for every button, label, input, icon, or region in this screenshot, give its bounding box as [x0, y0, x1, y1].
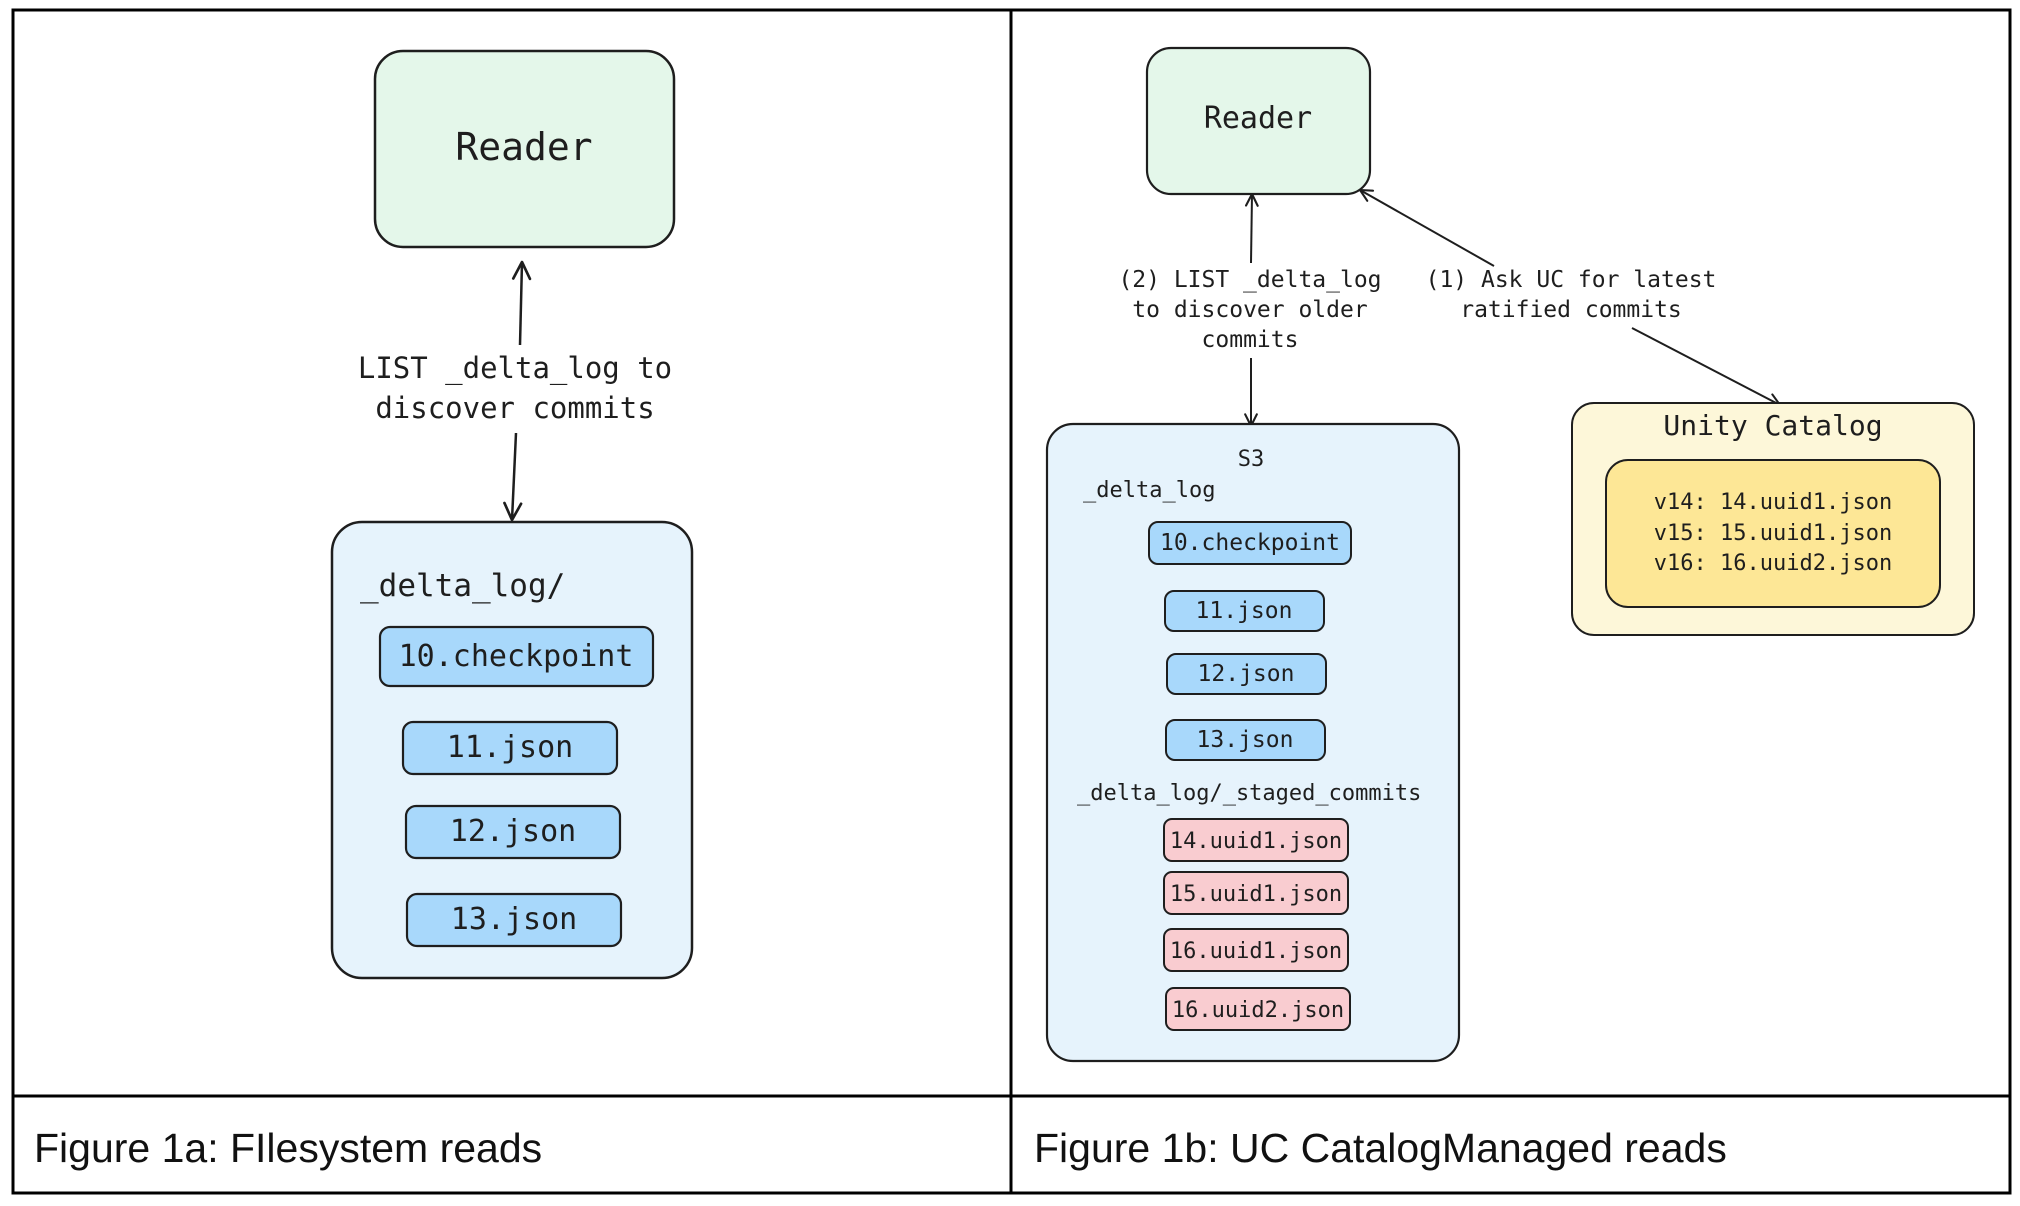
file-checkpoint: 10.checkpoint: [378, 625, 655, 688]
delta-log-container: _delta_log/ 10.checkpoint 11.json 12.jso…: [330, 520, 694, 980]
staged-file-label: 16.uuid1.json: [1170, 939, 1342, 964]
uc-entry: v14: 14.uuid1.json: [1654, 490, 1892, 515]
list-label-line2: to discover older: [1132, 297, 1367, 323]
list-arrow-down: [503, 432, 523, 522]
caption-1b: Figure 1b: UC CatalogManaged reads: [1034, 1125, 1727, 1171]
staged-file-15-uuid1: 15.uuid1.json: [1163, 871, 1349, 915]
file-label: 13.json: [451, 902, 577, 937]
list-label-line1: LIST _delta_log to: [358, 351, 672, 386]
file-label: 12.json: [450, 814, 576, 849]
file-13-json: 13.json: [405, 892, 623, 948]
staged-commits-label: _delta_log/_staged_commits: [1077, 781, 1421, 806]
file-label: 13.json: [1197, 727, 1294, 753]
reader-label: Reader: [1204, 101, 1312, 136]
file-label: 11.json: [447, 730, 573, 765]
file-12-json: 12.json: [1166, 653, 1327, 695]
file-11-json: 11.json: [1164, 590, 1325, 632]
ask-arrow-to-uc: [1631, 327, 1782, 407]
staged-file-14-uuid1: 14.uuid1.json: [1163, 818, 1349, 862]
ask-label-line2: ratified commits: [1460, 297, 1682, 323]
staged-file-label: 16.uuid2.json: [1172, 998, 1344, 1023]
staged-file-label: 14.uuid1.json: [1170, 829, 1342, 854]
reader-node: Reader: [373, 49, 676, 249]
file-label: 10.checkpoint: [399, 639, 634, 674]
uc-entry: v15: 15.uuid1.json: [1654, 521, 1892, 546]
file-label: 11.json: [1196, 598, 1293, 624]
caption-1a: Figure 1a: FIlesystem reads: [34, 1125, 542, 1171]
ask-arrow-to-reader: [1358, 188, 1495, 267]
reader-box: [373, 49, 676, 249]
figure-1b: Reader (2) LIST _delta_log to discover o…: [1034, 46, 1975, 1171]
staged-file-label: 15.uuid1.json: [1170, 882, 1342, 907]
list-label-line3: commits: [1202, 327, 1299, 353]
reader-node: Reader: [1145, 46, 1372, 196]
unity-catalog: Unity Catalog v14: 14.uuid1.json v15: 15…: [1571, 402, 1975, 636]
delta-log-label: _delta_log: [1083, 478, 1215, 503]
s3-container: S3 _delta_log 10.checkpoint 11.json 12.j…: [1045, 422, 1461, 1063]
list-arrow-up: [511, 260, 532, 346]
ask-label-line1: (1) Ask UC for latest: [1426, 267, 1717, 293]
staged-file-16-uuid2: 16.uuid2.json: [1165, 987, 1351, 1031]
uc-entry: v16: 16.uuid2.json: [1654, 551, 1892, 576]
list-label-line2: discover commits: [375, 391, 654, 425]
staged-file-16-uuid1: 16.uuid1.json: [1163, 928, 1349, 972]
figure-table: [11, 8, 2012, 1195]
reader-label: Reader: [455, 125, 592, 169]
s3-label: S3: [1238, 447, 1265, 472]
list-label-line1: (2) LIST _delta_log: [1118, 267, 1381, 293]
file-label: 12.json: [1198, 661, 1295, 687]
figure-1a: Reader LIST _delta_log to discover commi…: [34, 49, 694, 1171]
file-checkpoint: 10.checkpoint: [1148, 521, 1352, 565]
uc-inner-box: [1605, 459, 1941, 608]
file-label: 10.checkpoint: [1160, 530, 1340, 556]
file-12-json: 12.json: [404, 804, 622, 860]
file-13-json: 13.json: [1165, 719, 1326, 761]
list-arrow-up: [1244, 192, 1259, 264]
uc-title: Unity Catalog: [1663, 409, 1882, 442]
file-11-json: 11.json: [401, 720, 619, 776]
delta-log-label: _delta_log/: [360, 568, 565, 604]
